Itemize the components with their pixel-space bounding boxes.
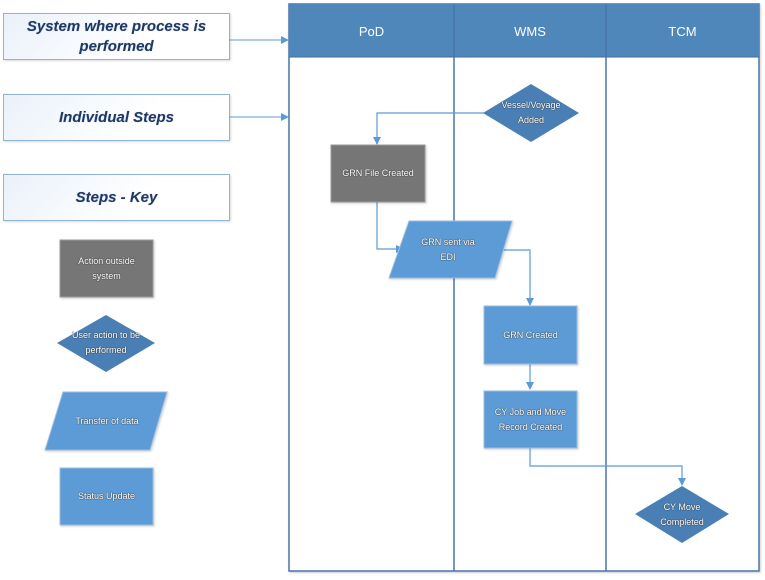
legend-system-box: System where process is performed: [3, 13, 230, 60]
connector-grnsent-to-grncreated: [498, 249, 534, 306]
step-label-vessel: Vessel/Voyage Added: [501, 100, 561, 125]
key-shape-gray-rect: [59, 239, 154, 298]
connector-cyjob-to-cymove: [529, 448, 686, 486]
lane-header-wms: WMS: [454, 5, 606, 57]
step-shape-cy-move: [635, 486, 729, 543]
lane-title-pod: PoD: [358, 23, 385, 39]
step-shape-cy-job: [483, 390, 578, 449]
key-label-action-outside: Action outside system: [78, 255, 135, 281]
lane-header-tcm: TCM: [606, 5, 759, 57]
key-shape-diamond: [57, 315, 155, 372]
lane-title-wms: WMS: [514, 23, 546, 39]
step-label-cy-job: CY Job and Move Record Created: [494, 406, 567, 432]
lane-title-tcm: TCM: [668, 23, 697, 39]
lane-header-pod: PoD: [289, 5, 454, 57]
connector-vessel-to-grnfile: [373, 112, 484, 145]
key-label-status-update: Status Update: [77, 491, 136, 501]
lane-header-bar: [289, 4, 759, 57]
step-shape-grn-file: [330, 144, 426, 203]
legend-key-box: Steps - Key: [3, 174, 230, 221]
step-shape-grn-created: [483, 305, 578, 365]
key-label-user-action: User action to be performed: [71, 330, 141, 355]
step-label-cy-move: CY Move Completed: [660, 502, 704, 527]
connector-grnfile-to-grnsent: [376, 202, 404, 253]
step-shape-grn-sent: [388, 220, 513, 279]
key-label-transfer: Transfer of data: [75, 415, 139, 426]
legend-steps-label: Individual Steps: [58, 108, 175, 126]
legend-key-label: Steps - Key: [75, 188, 158, 206]
legend-system-label: System where process is performed: [26, 17, 207, 55]
step-label-grn-file: GRN File Created: [342, 168, 414, 178]
step-shape-vessel: [483, 84, 579, 142]
key-shape-parallelogram: [44, 391, 168, 451]
key-shape-blue-rect: [59, 467, 154, 526]
step-label-grn-created: GRN Created: [503, 329, 558, 340]
step-label-grn-sent: GRN sent via EDI: [421, 236, 475, 262]
